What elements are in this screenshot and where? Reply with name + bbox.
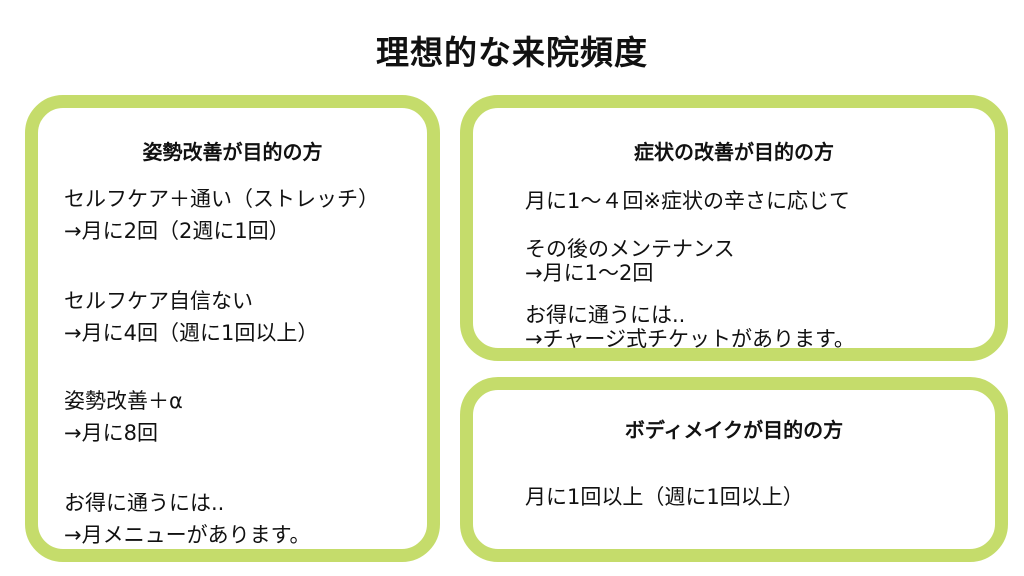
posture-item-4-line1: お得に通うには.. <box>64 491 225 515</box>
posture-item-2-line1: セルフケア自信ない <box>64 289 253 313</box>
posture-card: 姿勢改善が目的の方 セルフケア＋通い（ストレッチ） →月に2回（2週に1回） セ… <box>25 95 440 562</box>
symptom-item-3-line1: お得に通うには.. <box>525 303 686 327</box>
posture-item-3-line2: →月に8回 <box>64 421 158 445</box>
posture-item-3-line1: 姿勢改善＋α <box>64 389 183 413</box>
page-title: 理想的な来院頻度 <box>376 33 648 72</box>
posture-item-1-line1: セルフケア＋通い（ストレッチ） <box>64 187 379 211</box>
symptom-item-1-line1: 月に1〜４回※症状の辛さに応じて <box>525 189 850 213</box>
bodymake-card-title: ボディメイクが目的の方 <box>624 418 844 442</box>
symptom-card-title: 症状の改善が目的の方 <box>634 140 834 164</box>
symptom-item-2-line2: →月に1〜2回 <box>525 261 654 285</box>
bodymake-item-1-line1: 月に1回以上（週に1回以上） <box>525 485 804 509</box>
symptom-item-3-line2: →チャージ式チケットがあります。 <box>525 327 855 351</box>
posture-card-title: 姿勢改善が目的の方 <box>142 140 323 164</box>
bodymake-card: ボディメイクが目的の方 月に1回以上（週に1回以上） <box>460 377 1008 562</box>
posture-item-2-line2: →月に4回（週に1回以上） <box>64 321 319 345</box>
symptom-card: 症状の改善が目的の方 月に1〜４回※症状の辛さに応じて その後のメンテナンス →… <box>460 95 1008 361</box>
posture-item-4-line2: →月メニューがあります。 <box>64 523 311 547</box>
posture-item-1-line2: →月に2回（2週に1回） <box>64 219 290 243</box>
symptom-item-2-line1: その後のメンテナンス <box>525 237 735 261</box>
